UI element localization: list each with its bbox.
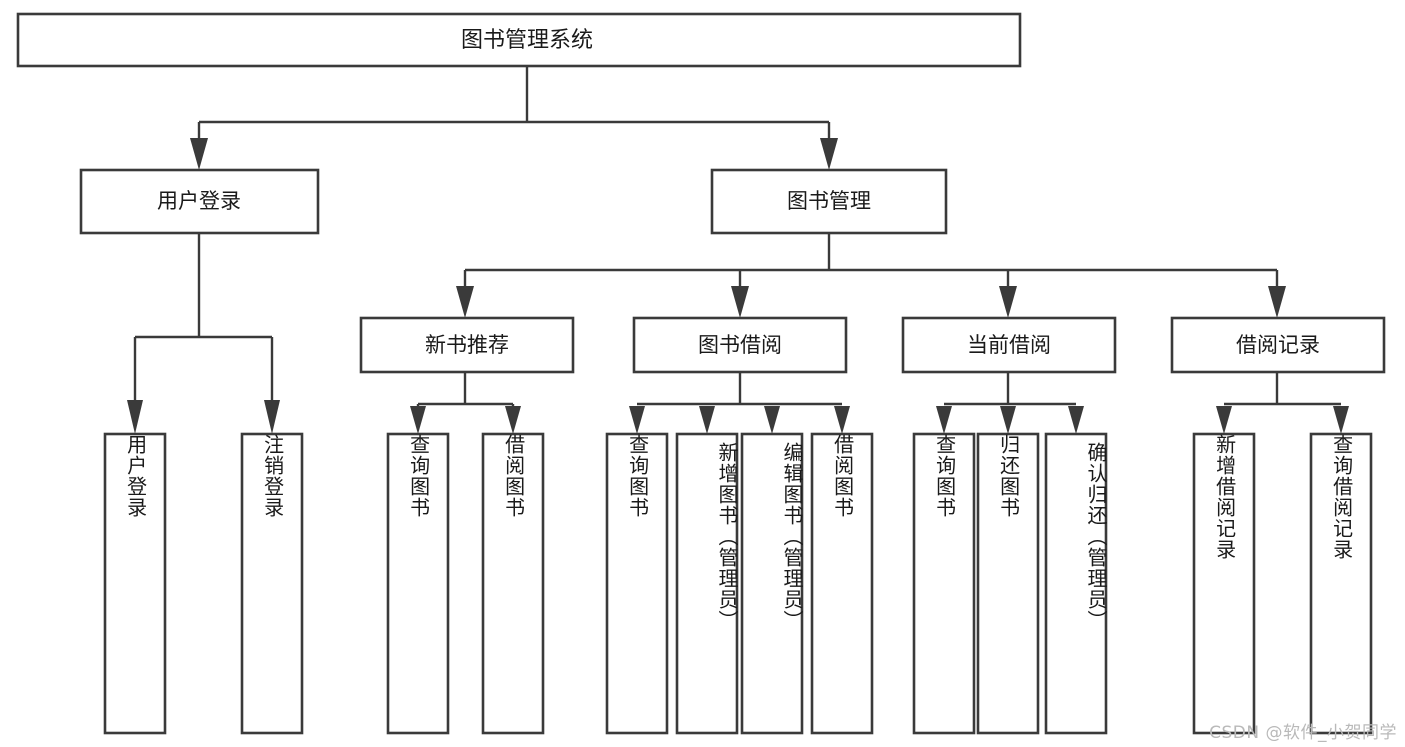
node-box-leaf-query-book-1[interactable] xyxy=(386,432,450,735)
connector-group-root xyxy=(190,66,838,170)
watermark-text: CSDN @软件_小贺同学 xyxy=(1209,723,1397,743)
node-label-root: 图书管理系统 xyxy=(461,28,593,53)
arrow-icon-nbr-leaf-2 xyxy=(505,406,521,434)
arrow-icon-to-new-book-recommend xyxy=(456,286,474,318)
node-box-leaf-add-book[interactable] xyxy=(675,432,739,735)
node-label-borrow-record: 借阅记录 xyxy=(1236,333,1320,357)
node-label-new-book-recommend: 新书推荐 xyxy=(425,333,509,357)
arrow-icon-to-book-borrow xyxy=(731,286,749,318)
connector-group-current-borrow xyxy=(936,372,1084,434)
node-box-user-login[interactable] xyxy=(79,168,320,235)
node-box-leaf-logout[interactable] xyxy=(240,432,304,735)
node-box-leaf-query-book-3[interactable] xyxy=(912,432,976,735)
arrow-icon-nbr-leaf-1 xyxy=(410,406,426,434)
arrow-icon-br-leaf-2 xyxy=(1333,406,1349,434)
arrow-icon-cb-leaf-1 xyxy=(936,406,952,434)
arrow-icon-to-borrow-record xyxy=(1268,286,1286,318)
connector-group-user-login xyxy=(127,233,280,434)
node-box-borrow-record[interactable] xyxy=(1170,316,1386,374)
connector-group-book-borrow xyxy=(629,372,850,434)
node-box-root[interactable] xyxy=(16,12,1022,68)
arrow-icon-cb-leaf-3 xyxy=(1068,406,1084,434)
arrow-icon-to-book-manage xyxy=(820,138,838,170)
connector-group-new-book-recommend xyxy=(410,372,521,434)
node-box-leaf-borrow-book-1[interactable] xyxy=(481,432,545,735)
arrow-icon-bb-leaf-4 xyxy=(834,406,850,434)
arrow-icon-bb-leaf-2 xyxy=(699,406,715,434)
arrow-icon-to-current-borrow xyxy=(999,286,1017,318)
arrow-icon-bb-leaf-3 xyxy=(764,406,780,434)
connector-group-borrow-record xyxy=(1216,372,1349,434)
node-label-book-manage: 图书管理 xyxy=(787,189,871,213)
node-box-leaf-query-book-2[interactable] xyxy=(605,432,669,735)
arrow-icon-br-leaf-1 xyxy=(1216,406,1232,434)
node-box-book-manage[interactable] xyxy=(710,168,948,235)
node-box-book-borrow[interactable] xyxy=(632,316,848,374)
arrow-icon-leaf-logout xyxy=(264,400,280,434)
arrow-icon-cb-leaf-2 xyxy=(1000,406,1016,434)
node-box-leaf-add-record[interactable] xyxy=(1192,432,1256,735)
node-box-leaf-borrow-book-2[interactable] xyxy=(810,432,874,735)
arrow-icon-leaf-user-login xyxy=(127,400,143,434)
node-label-user-login: 用户登录 xyxy=(157,189,241,213)
node-box-current-borrow[interactable] xyxy=(901,316,1117,374)
node-box-leaf-query-record[interactable] xyxy=(1309,432,1373,735)
node-box-leaf-confirm-return[interactable] xyxy=(1044,432,1108,735)
node-label-book-borrow: 图书借阅 xyxy=(698,333,782,357)
node-box-leaf-edit-book[interactable] xyxy=(740,432,804,735)
connector-group-book-manage xyxy=(456,233,1286,318)
node-box-new-book-recommend[interactable] xyxy=(359,316,575,374)
node-box-leaf-return-book[interactable] xyxy=(976,432,1040,735)
node-box-leaf-user-login[interactable] xyxy=(103,432,167,735)
arrow-icon-to-user-login xyxy=(190,138,208,170)
node-label-current-borrow: 当前借阅 xyxy=(967,333,1051,357)
arrow-icon-bb-leaf-1 xyxy=(629,406,645,434)
